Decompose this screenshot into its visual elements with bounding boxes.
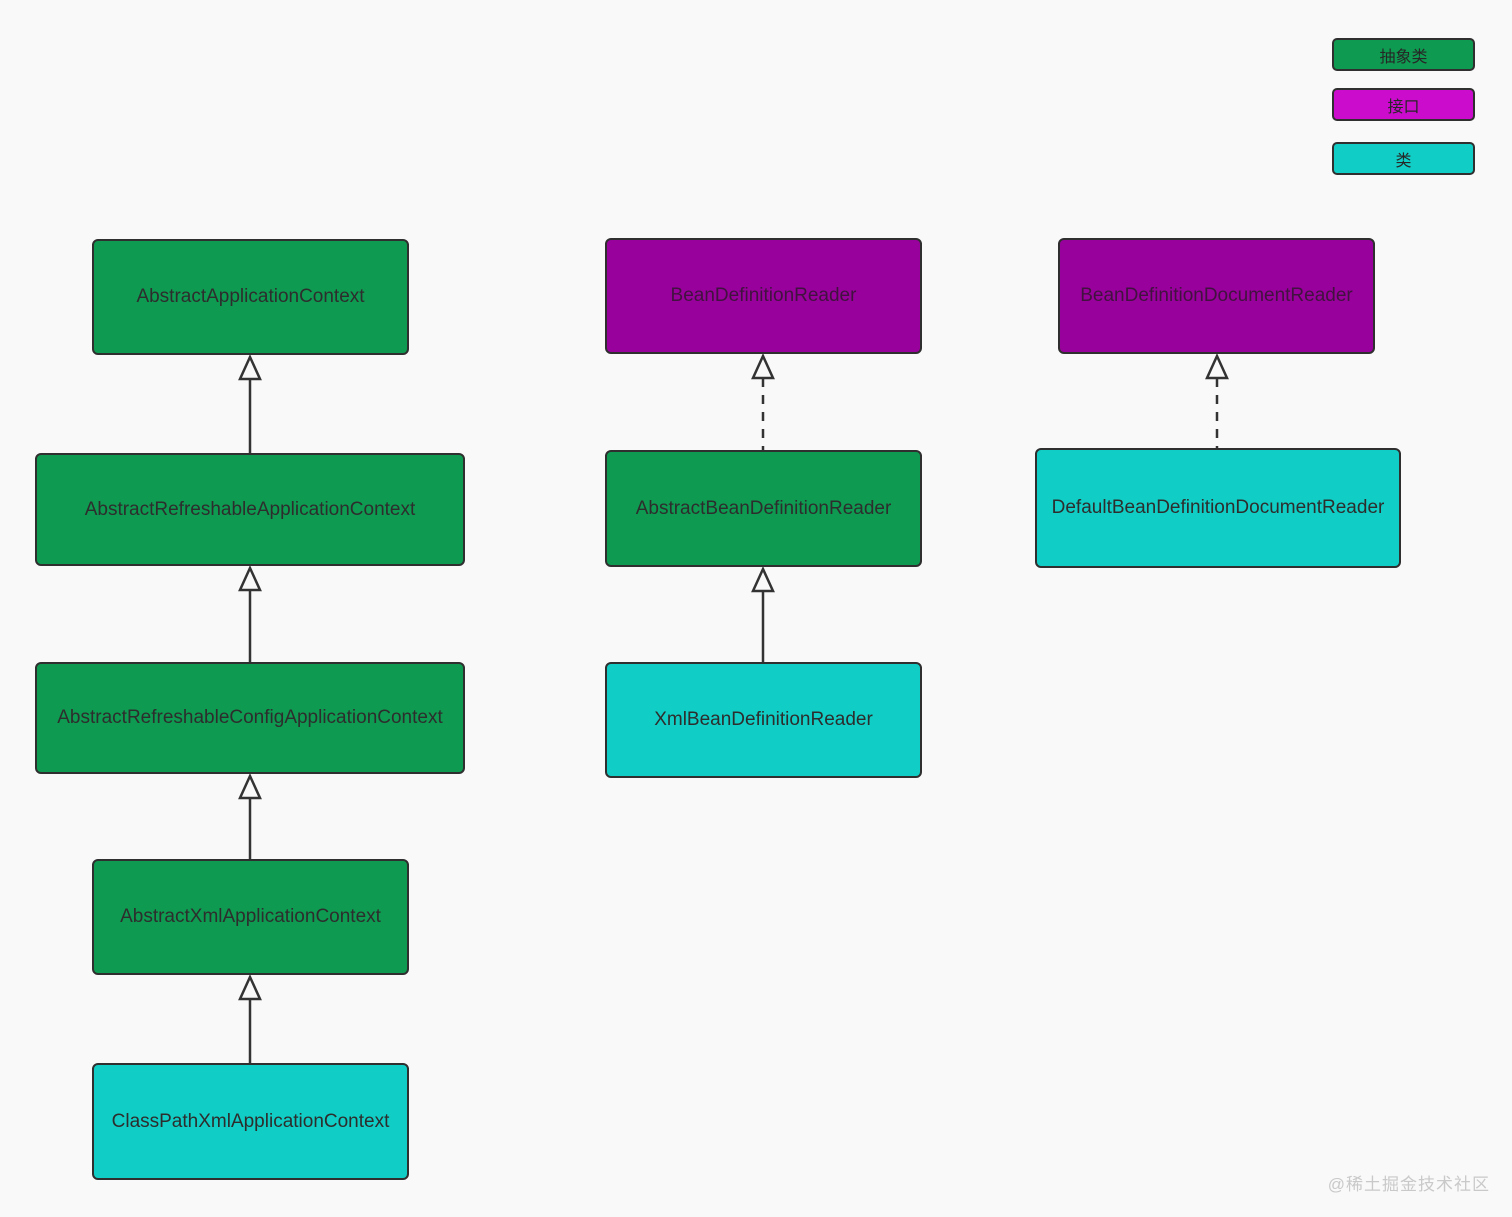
node-label: XmlBeanDefinitionReader	[654, 709, 873, 731]
node-bean-definition-document-reader: BeanDefinitionDocumentReader	[1058, 238, 1375, 354]
inheritance-arrowhead	[238, 564, 262, 592]
node-label: AbstractXmlApplicationContext	[120, 906, 381, 928]
node-label: BeanDefinitionDocumentReader	[1080, 285, 1353, 307]
inheritance-arrowhead	[751, 565, 775, 593]
node-label: ClassPathXmlApplicationContext	[111, 1110, 390, 1132]
edge-dbddr-implements-bddr	[1205, 352, 1229, 448]
edge-arac-extends-aac	[238, 353, 262, 453]
inheritance-arrowhead	[238, 973, 262, 1001]
legend-label-class: 类	[1395, 152, 1412, 170]
edge-arcac-extends-arac	[238, 564, 262, 662]
node-abstract-refreshable-config-application-context: AbstractRefreshableConfigApplicationCont…	[35, 662, 465, 774]
node-label: AbstractRefreshableConfigApplicationCont…	[57, 707, 443, 729]
node-label: AbstractApplicationContext	[136, 286, 365, 308]
realization-arrowhead	[1205, 352, 1229, 380]
legend-item-class: 类	[1332, 142, 1475, 175]
legend-item-abstract-class: 抽象类	[1332, 38, 1475, 71]
node-abstract-xml-application-context: AbstractXmlApplicationContext	[92, 859, 409, 975]
edge-xbdr-extends-abdr	[751, 565, 775, 662]
edge-cpxac-extends-axac	[238, 973, 262, 1063]
legend-label-abstract-class: 抽象类	[1379, 48, 1428, 66]
node-label: AbstractBeanDefinitionReader	[635, 497, 892, 519]
realization-arrowhead	[751, 352, 775, 380]
node-xml-bean-definition-reader: XmlBeanDefinitionReader	[605, 662, 922, 778]
edge-abdr-implements-bdr	[751, 352, 775, 450]
node-abstract-application-context: AbstractApplicationContext	[92, 239, 409, 355]
inheritance-arrowhead	[238, 772, 262, 800]
node-label: AbstractRefreshableApplicationContext	[84, 498, 416, 520]
node-bean-definition-reader: BeanDefinitionReader	[605, 238, 922, 354]
legend-label-interface: 接口	[1387, 98, 1420, 116]
edge-axac-extends-arcac	[238, 772, 262, 859]
node-abstract-refreshable-application-context: AbstractRefreshableApplicationContext	[35, 453, 465, 566]
node-default-bean-definition-document-reader: DefaultBeanDefinitionDocumentReader	[1035, 448, 1401, 568]
node-abstract-bean-definition-reader: AbstractBeanDefinitionReader	[605, 450, 922, 567]
node-label: DefaultBeanDefinitionDocumentReader	[1051, 497, 1385, 519]
node-class-path-xml-application-context: ClassPathXmlApplicationContext	[92, 1063, 409, 1180]
watermark: @稀土掘金技术社区	[1327, 1175, 1490, 1194]
legend-item-interface: 接口	[1332, 88, 1475, 121]
node-label: BeanDefinitionReader	[670, 285, 857, 307]
inheritance-arrowhead	[238, 353, 262, 381]
